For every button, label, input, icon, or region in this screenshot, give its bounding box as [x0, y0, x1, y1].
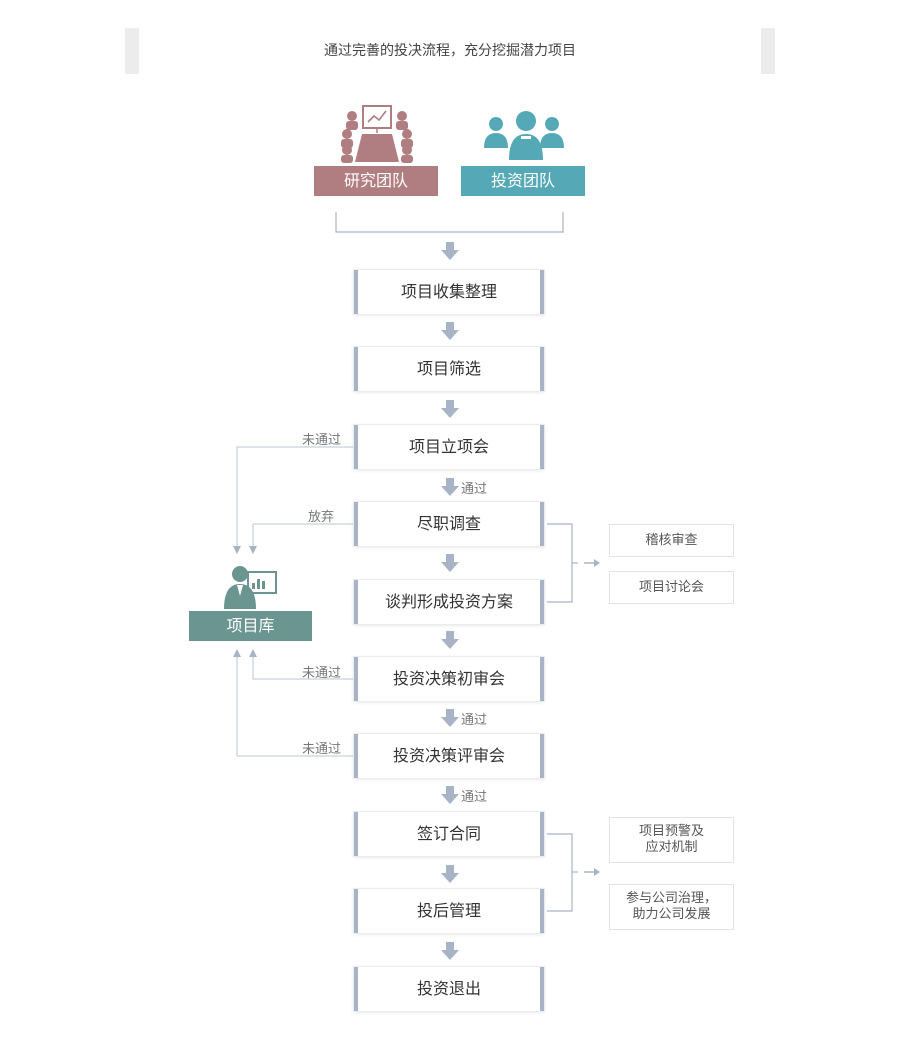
- header-left-cap: [125, 28, 139, 74]
- side-note-governance: 参与公司治理， 助力公司发展: [609, 884, 734, 930]
- team-group-icon: [484, 111, 564, 160]
- step-negotiation-plan: 谈判形成投资方案: [354, 580, 544, 624]
- header-banner: [125, 28, 775, 74]
- down-arrow-icons: [441, 242, 459, 960]
- side-note-discussion-text: 项目讨论会: [638, 579, 704, 595]
- edge-label-pass: 通过: [461, 482, 488, 497]
- invest-team-label: 投资团队: [461, 166, 585, 196]
- step-preliminary-review: 投资决策初审会: [354, 657, 544, 701]
- edge-label-pass: 通过: [461, 790, 488, 805]
- step-due-diligence: 尽职调查: [354, 502, 544, 546]
- research-team-label: 研究团队: [314, 166, 438, 196]
- step-project-approval-meeting: 项目立项会: [354, 425, 544, 469]
- meeting-presentation-icon: [341, 105, 413, 163]
- step-post-investment: 投后管理: [354, 889, 544, 933]
- side-note-warning: 项目预警及 应对机制: [609, 817, 734, 863]
- edge-label-fail: 未通过: [302, 433, 342, 448]
- step-sign-contract: 签订合同: [354, 812, 544, 856]
- side-note-audit-text: 稽核审查: [645, 532, 698, 548]
- side-note-warning-line1: 项目预警及: [638, 824, 704, 839]
- edge-label-abandon: 放弃: [308, 510, 335, 525]
- header-title: 通过完善的投决流程，充分挖掘潜力项目: [324, 43, 576, 59]
- side-note-governance-line1: 参与公司治理，: [625, 891, 717, 906]
- edge-label-fail: 未通过: [302, 666, 342, 681]
- header-right-cap: [761, 28, 775, 74]
- step-investment-exit: 投资退出: [354, 967, 544, 1011]
- project-repository-label: 项目库: [189, 611, 312, 641]
- step-project-screening: 项目筛选: [354, 347, 544, 391]
- side-note-discussion: 项目讨论会: [609, 571, 734, 604]
- edge-label-pass: 通过: [461, 713, 488, 728]
- side-note-audit: 稽核审查: [609, 524, 734, 557]
- step-project-collection: 项目收集整理: [354, 270, 544, 314]
- side-note-warning-line2: 应对机制: [645, 840, 698, 855]
- presenter-board-icon: [224, 566, 277, 609]
- edge-label-fail: 未通过: [302, 742, 342, 757]
- side-note-governance-line2: 助力公司发展: [632, 907, 711, 922]
- step-final-review: 投资决策评审会: [354, 734, 544, 778]
